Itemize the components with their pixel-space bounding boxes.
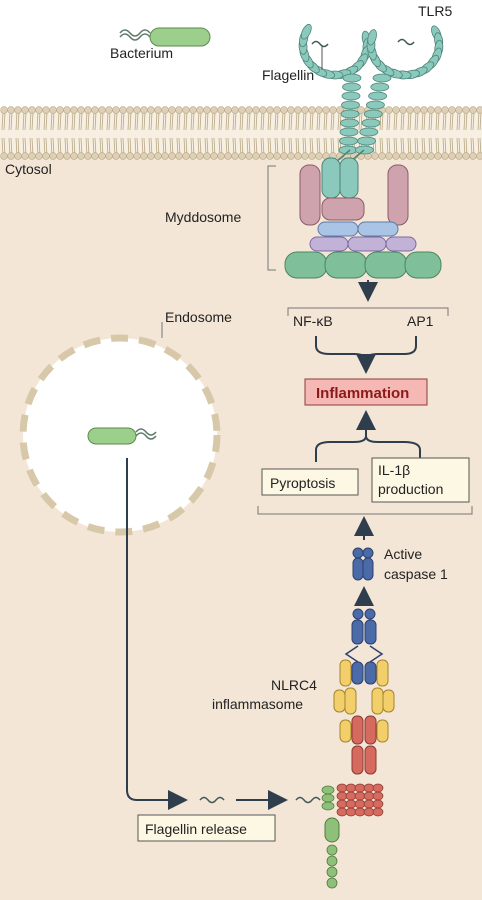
tlr5-label: TLR5 xyxy=(418,3,452,19)
myddosome-complex xyxy=(284,157,442,279)
flagellin-release-label: Flagellin release xyxy=(145,821,247,837)
il1b-label-line1: IL-1β xyxy=(378,462,410,478)
il1b-label-line2: production xyxy=(378,481,443,497)
pyroptosis-box xyxy=(261,468,359,496)
nlrc4-inflammasome xyxy=(333,608,395,775)
nlrc4-label-line1: NLRC4 xyxy=(271,677,317,693)
cytosol-label: Cytosol xyxy=(5,161,52,177)
naip-complex xyxy=(321,783,384,889)
flagellin-label: Flagellin xyxy=(262,67,314,83)
cytosol-region xyxy=(0,155,482,900)
nfkb-label: NF-κB xyxy=(293,313,333,329)
active-caspase-1 xyxy=(352,547,374,581)
endosomal-bacterium xyxy=(87,427,157,445)
endosome-label: Endosome xyxy=(165,309,232,325)
flagellin-release-box xyxy=(137,814,276,842)
ap1-label: AP1 xyxy=(407,313,434,329)
nlrc4-label-line2: inflammasome xyxy=(212,696,303,712)
il1b-box xyxy=(371,457,470,503)
pyroptosis-label: Pyroptosis xyxy=(270,475,335,491)
bacterium-label: Bacterium xyxy=(110,45,173,61)
inflammation-box xyxy=(304,378,428,406)
inflammation-label: Inflammation xyxy=(316,385,409,402)
tlr5-receptor xyxy=(298,23,444,163)
plasma-membrane xyxy=(0,106,482,160)
myddosome-label: Myddosome xyxy=(165,209,241,225)
active-caspase-label-line2: caspase 1 xyxy=(384,566,448,582)
active-caspase-label-line1: Active xyxy=(384,546,422,562)
bacterium xyxy=(119,27,211,47)
